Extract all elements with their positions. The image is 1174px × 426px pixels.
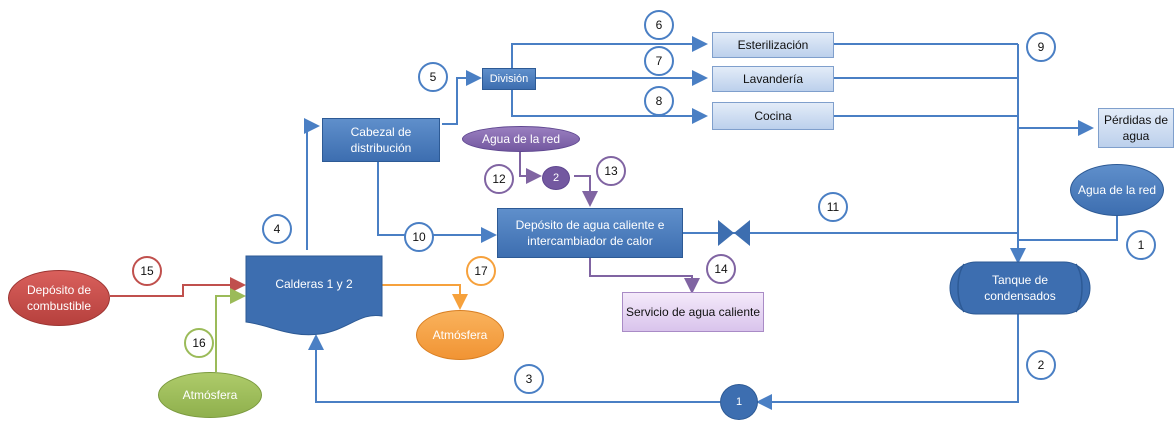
line-5 bbox=[442, 70, 482, 125]
deposito-agua-label: Depósito de agua caliente e intercambiad… bbox=[515, 218, 665, 248]
division-label: División bbox=[489, 73, 529, 85]
stream-14-label: 14 bbox=[714, 262, 728, 276]
pump-1-label: 1 bbox=[735, 396, 743, 408]
pump-1-icon: 1 bbox=[720, 384, 758, 420]
line-4 bbox=[304, 118, 320, 250]
stream-11-badge: 11 bbox=[818, 192, 848, 222]
deposito-combustible-label: Depósito de combustible bbox=[26, 283, 92, 313]
atmosfera-left-ellipse: Atmósfera bbox=[158, 372, 262, 418]
stream-3-label: 3 bbox=[525, 372, 533, 386]
stream-14-badge: 14 bbox=[706, 254, 736, 284]
stream-8-label: 8 bbox=[655, 94, 663, 108]
stream-4-label: 4 bbox=[273, 222, 281, 236]
agua-red-top-label: Agua de la red bbox=[481, 132, 561, 146]
line-16 bbox=[215, 288, 246, 372]
esterilizacion-label: Esterilización bbox=[737, 38, 809, 52]
atmosfera-left-label: Atmósfera bbox=[182, 388, 238, 402]
line-8 bbox=[511, 78, 708, 124]
stream-5-label: 5 bbox=[429, 70, 437, 84]
line-12 bbox=[519, 149, 542, 184]
stream-15-badge: 15 bbox=[132, 256, 162, 286]
stream-10-label: 10 bbox=[412, 230, 426, 244]
line-15 bbox=[110, 277, 246, 297]
line-17 bbox=[382, 284, 468, 310]
stream-13-badge: 13 bbox=[596, 156, 626, 186]
pump-2-icon: 2 bbox=[542, 166, 570, 190]
esterilizacion-box: Esterilización bbox=[712, 32, 834, 58]
cocina-box: Cocina bbox=[712, 102, 834, 130]
stream-17-label: 17 bbox=[474, 264, 488, 278]
servicio-label: Servicio de agua caliente bbox=[625, 305, 761, 319]
cocina-label: Cocina bbox=[754, 109, 792, 123]
deposito-combustible-ellipse: Depósito de combustible bbox=[8, 270, 110, 326]
atmosfera-right-ellipse: Atmósfera bbox=[416, 310, 504, 360]
calderas-label: Calderas 1 y 2 bbox=[275, 277, 353, 291]
deposito-agua-box: Depósito de agua caliente e intercambiad… bbox=[497, 208, 683, 258]
tanque-label: Tanque de condensados bbox=[984, 273, 1056, 303]
cabezal-label: Cabezal de distribución bbox=[350, 125, 412, 155]
lavanderia-label: Lavandería bbox=[742, 72, 804, 86]
stream-5-badge: 5 bbox=[418, 62, 448, 92]
stream-12-label: 12 bbox=[492, 172, 506, 186]
stream-12-badge: 12 bbox=[484, 164, 514, 194]
stream-10-badge: 10 bbox=[404, 222, 434, 252]
lavanderia-box: Lavandería bbox=[712, 66, 834, 92]
calderas-node: Calderas 1 y 2 bbox=[246, 264, 382, 304]
stream-7-badge: 7 bbox=[644, 46, 674, 76]
tanque-node: Tanque de condensados bbox=[962, 264, 1078, 312]
stream-1-badge: 1 bbox=[1126, 230, 1156, 260]
stream-11-label: 11 bbox=[826, 200, 840, 214]
stream-6-badge: 6 bbox=[644, 10, 674, 40]
line-14 bbox=[589, 255, 700, 294]
perdidas-label: Pérdidas de agua bbox=[1103, 113, 1169, 143]
line-3 bbox=[308, 334, 720, 403]
perdidas-box: Pérdidas de agua bbox=[1098, 108, 1174, 148]
agua-red-right-label: Agua de la red bbox=[1077, 183, 1157, 197]
division-box: División bbox=[482, 68, 536, 90]
line-2 bbox=[756, 314, 1019, 410]
tanque-shape bbox=[949, 261, 1091, 315]
agua-red-top-ellipse: Agua de la red bbox=[462, 126, 580, 152]
stream-3-badge: 3 bbox=[514, 364, 544, 394]
stream-13-label: 13 bbox=[604, 164, 618, 178]
stream-15-label: 15 bbox=[140, 264, 154, 278]
pump-2-label: 2 bbox=[552, 172, 560, 184]
line-1 bbox=[1018, 214, 1118, 241]
stream-16-label: 16 bbox=[192, 336, 206, 350]
stream-9-badge: 9 bbox=[1026, 32, 1056, 62]
servicio-box: Servicio de agua caliente bbox=[622, 292, 764, 332]
calderas-shape bbox=[245, 255, 383, 336]
stream-2-label: 2 bbox=[1037, 358, 1045, 372]
stream-17-badge: 17 bbox=[466, 256, 496, 286]
line-13 bbox=[574, 175, 598, 207]
line-6 bbox=[511, 36, 708, 78]
stream-16-badge: 16 bbox=[184, 328, 214, 358]
stream-2-badge: 2 bbox=[1026, 350, 1056, 380]
stream-1-label: 1 bbox=[1137, 238, 1145, 252]
stream-9-label: 9 bbox=[1037, 40, 1045, 54]
stream-6-label: 6 bbox=[655, 18, 663, 32]
stream-7-label: 7 bbox=[655, 54, 663, 68]
line-10 bbox=[377, 138, 497, 243]
valve-icon bbox=[718, 220, 750, 246]
agua-red-right-ellipse: Agua de la red bbox=[1070, 164, 1164, 216]
stream-8-badge: 8 bbox=[644, 86, 674, 116]
stream-4-badge: 4 bbox=[262, 214, 292, 244]
cabezal-box: Cabezal de distribución bbox=[322, 118, 440, 162]
atmosfera-right-label: Atmósfera bbox=[432, 328, 488, 342]
